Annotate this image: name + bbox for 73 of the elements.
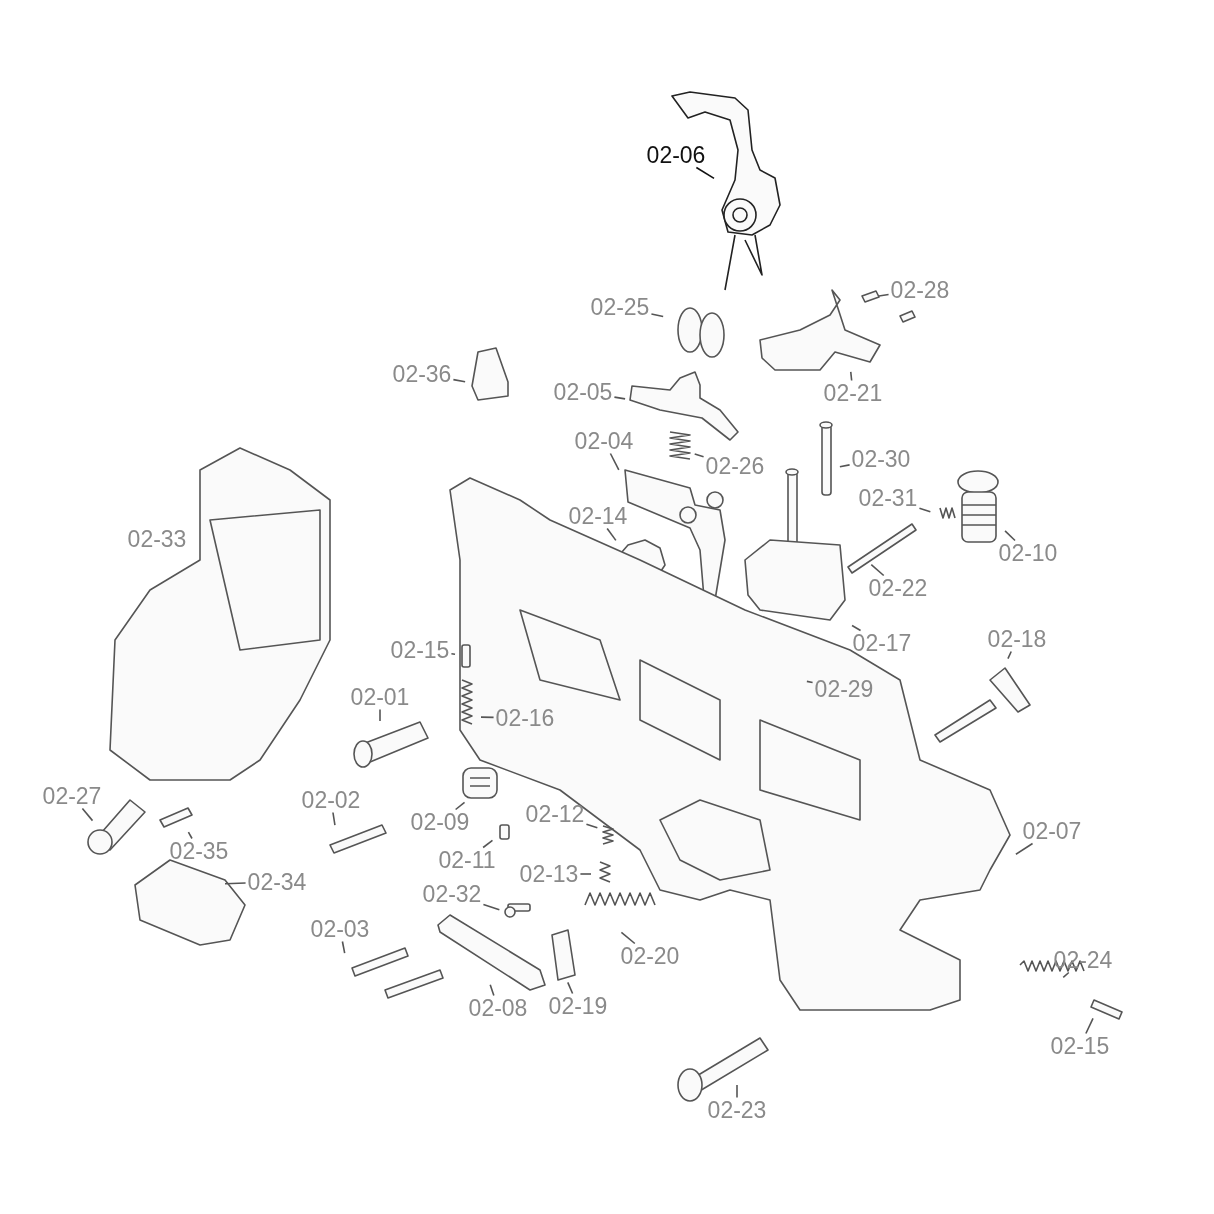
leader-line xyxy=(454,801,466,811)
leader-line xyxy=(806,680,814,684)
callout-number: 02-20 xyxy=(618,943,682,969)
leader-line xyxy=(693,453,705,458)
callout-number: 02-16 xyxy=(493,705,557,731)
leader-line xyxy=(579,873,592,875)
leader-line xyxy=(585,823,599,829)
callout-number: 02-33 xyxy=(125,526,189,552)
callout-number: 02-35 xyxy=(167,838,231,864)
callout-number: 02-07 xyxy=(1020,818,1084,844)
callout-number: 02-28 xyxy=(888,277,952,303)
leader-line xyxy=(489,983,495,997)
callout-number: 02-12 xyxy=(523,801,587,827)
leader-line xyxy=(567,981,574,995)
leader-line xyxy=(849,371,853,382)
leader-line xyxy=(1062,971,1070,979)
callout-number: 02-30 xyxy=(849,446,913,472)
callout-number: 02-31 xyxy=(856,485,920,511)
leader-line xyxy=(482,839,494,849)
leader-line xyxy=(851,624,862,632)
leader-line xyxy=(1007,650,1013,660)
leader-line xyxy=(482,903,501,911)
leader-line xyxy=(736,1084,738,1099)
callout-number: 02-17 xyxy=(850,630,914,656)
callout-number: 02-22 xyxy=(866,575,930,601)
callout-number: 02-36 xyxy=(390,361,454,387)
leader-line xyxy=(870,563,885,577)
callout-number: 02-10 xyxy=(996,540,1060,566)
callout-number: 02-18 xyxy=(985,626,1049,652)
leader-line xyxy=(1015,842,1034,855)
callout-number: 02-24 xyxy=(1051,947,1115,973)
leader-line xyxy=(650,313,664,318)
leader-line xyxy=(606,527,617,542)
callout-number: 02-32 xyxy=(420,881,484,907)
leader-line xyxy=(341,940,346,954)
leader-line xyxy=(839,464,851,468)
callout-number: 02-27 xyxy=(40,783,104,809)
leader-line xyxy=(81,807,94,822)
callout-number: 02-01 xyxy=(348,684,412,710)
callout-number: 02-08 xyxy=(466,995,530,1021)
callout-number: 02-19 xyxy=(546,993,610,1019)
callout-number: 02-26 xyxy=(703,453,767,479)
callout-number: 02-09 xyxy=(408,809,472,835)
leader-line xyxy=(609,452,620,471)
leader-line xyxy=(620,931,636,945)
leader-line xyxy=(379,708,381,722)
leader-line xyxy=(450,652,456,655)
callout-number: 02-29 xyxy=(812,676,876,702)
leader-line xyxy=(695,166,715,180)
leader-line xyxy=(224,882,247,885)
callout-number: 02-14 xyxy=(566,503,630,529)
callout-number: 02-15 xyxy=(1048,1033,1112,1059)
callout-number: 02-23 xyxy=(705,1097,769,1123)
callout-number: 02-15 xyxy=(388,637,452,663)
callout-number: 02-02 xyxy=(299,787,363,813)
callout-number: 02-05 xyxy=(551,379,615,405)
callout-number: 02-21 xyxy=(821,380,885,406)
leader-line xyxy=(332,811,336,826)
leader-line xyxy=(613,396,626,400)
leader-line xyxy=(918,507,932,513)
leader-line xyxy=(187,831,193,840)
callout-number: 02-06 xyxy=(644,142,708,168)
leader-line xyxy=(1004,530,1016,542)
callout-number: 02-03 xyxy=(308,916,372,942)
leader-line xyxy=(480,716,495,719)
leader-line xyxy=(1085,1017,1094,1035)
leader-line xyxy=(878,293,890,297)
callout-number: 02-25 xyxy=(588,294,652,320)
callout-number: 02-13 xyxy=(517,861,581,887)
leader-line xyxy=(452,378,466,383)
callout-number: 02-11 xyxy=(436,847,498,873)
callout-number: 02-34 xyxy=(245,869,309,895)
callout-number: 02-04 xyxy=(572,428,636,454)
